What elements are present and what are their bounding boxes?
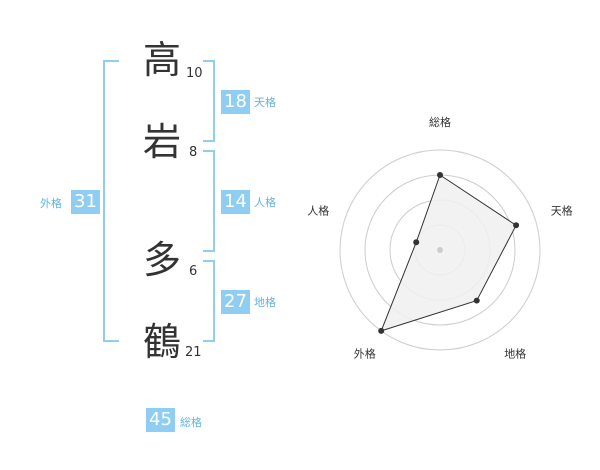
stroke-count-2: 8 — [189, 145, 198, 160]
name-char-4: 鶴 — [142, 320, 181, 364]
gaikaku-value-badge: 31 — [71, 190, 100, 214]
radar-point-1 — [437, 172, 443, 178]
stroke-count-3: 6 — [189, 264, 198, 279]
gaikaku-label: 外格 — [40, 197, 62, 210]
radar-point-2 — [513, 222, 520, 229]
radar-series-polygon — [380, 174, 517, 332]
jinkaku-bracket — [203, 150, 215, 252]
name-char-2: 岩 — [142, 120, 181, 164]
tenkaku-bracket — [203, 60, 215, 142]
radar-point-5 — [413, 239, 420, 246]
tenkaku-value-badge: 18 — [221, 90, 250, 114]
radar-grid-ring — [339, 149, 541, 351]
radar-center-point — [437, 247, 443, 253]
radar-axis-label-2: 天格 — [551, 203, 573, 217]
stroke-count-4: 21 — [185, 345, 202, 360]
gaikaku-bracket — [103, 60, 119, 342]
radar-point-3 — [473, 297, 480, 304]
radar-point-4 — [378, 327, 385, 334]
soukaku-value-badge: 45 — [146, 408, 175, 432]
radar-axis-label-5: 人格 — [307, 203, 329, 217]
tenkaku-label: 天格 — [254, 96, 276, 109]
jinkaku-value-badge: 14 — [221, 190, 250, 214]
chikaku-bracket — [203, 260, 215, 342]
chikaku-value-badge: 27 — [221, 290, 250, 314]
radar-axis-label-1: 総格 — [429, 115, 451, 129]
soukaku-label: 総格 — [180, 416, 202, 429]
name-char-1: 高 — [142, 38, 181, 82]
chikaku-label: 地格 — [254, 296, 276, 309]
stroke-count-1: 10 — [186, 66, 203, 81]
radar-axis-label-3: 地格 — [504, 347, 526, 361]
radar-axis-label-4: 外格 — [354, 347, 376, 361]
name-char-3: 多 — [142, 238, 181, 282]
jinkaku-label: 人格 — [254, 196, 276, 209]
